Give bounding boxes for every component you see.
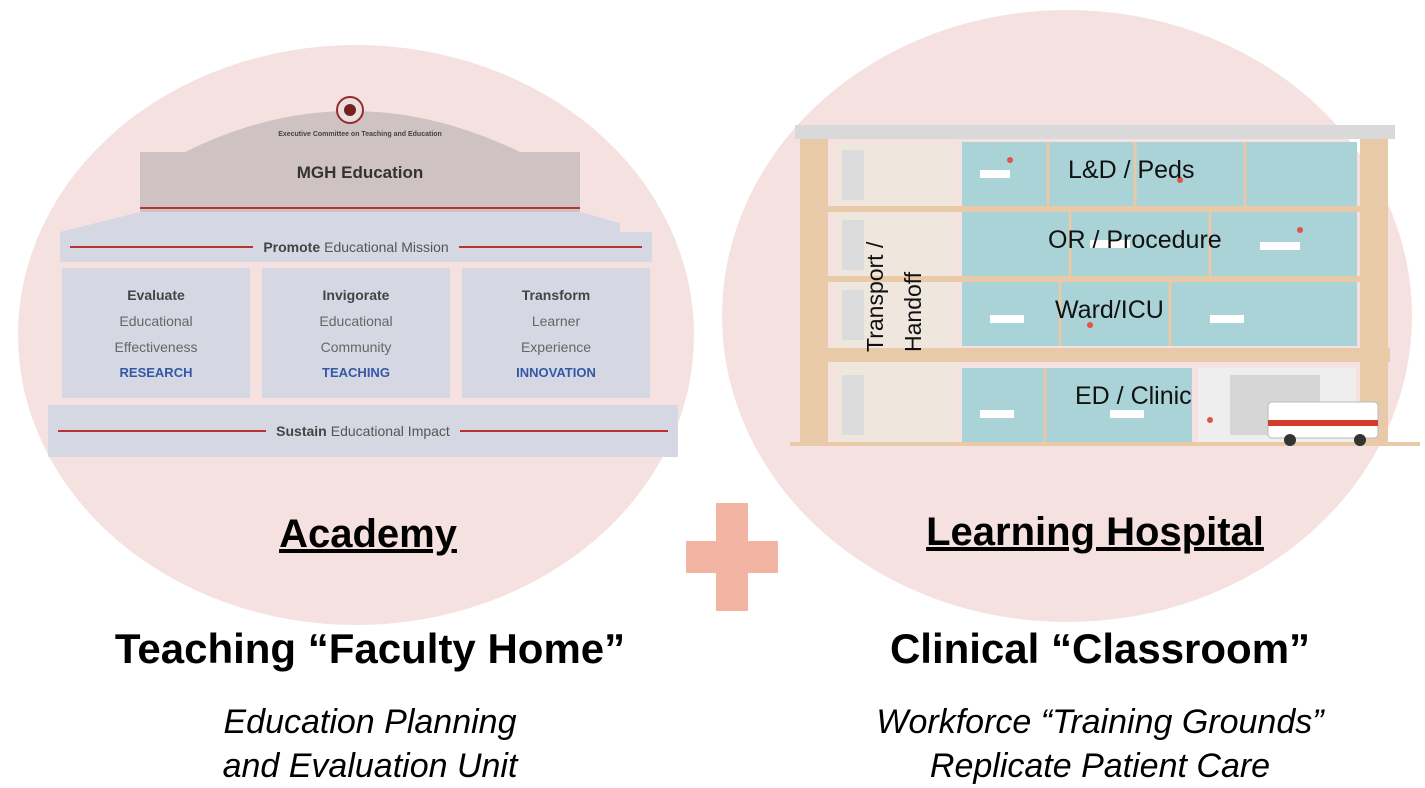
promote-bold: Promote [263, 239, 321, 255]
floor-label-ld-peds: L&D / Peds [1068, 156, 1195, 184]
pillar-evaluate: Evaluate Educational Effectiveness RESEA… [62, 268, 250, 398]
academy-description-line: Education Planning [223, 703, 517, 741]
pillar-heading: Evaluate [127, 287, 185, 303]
academy-description-line: and Evaluation Unit [222, 747, 518, 785]
pillar-tag: INNOVATION [516, 365, 596, 380]
pillar-line: Educational [119, 313, 193, 329]
promote-band: Promote Educational Mission [60, 232, 652, 262]
hospital-description-line: Workforce “Training Grounds” [876, 703, 1324, 741]
handoff-label: Handoff [900, 271, 926, 352]
mgh-education-title: MGH Education [296, 163, 424, 182]
academy-heading: Academy [279, 512, 457, 556]
committee-caption: Executive Committee on Teaching and Educ… [278, 131, 442, 138]
pillar-tag: TEACHING [322, 365, 390, 380]
pillar-line: Community [320, 339, 392, 355]
hospital-description: Workforce “Training Grounds” Replicate P… [800, 700, 1400, 788]
pillar-line: Experience [520, 339, 592, 355]
plus-icon [686, 503, 778, 611]
pillar-invigorate: Invigorate Educational Community TEACHIN… [262, 268, 450, 398]
floor-label-or-procedure: OR / Procedure [1048, 226, 1222, 254]
academy-building-roof [60, 96, 620, 232]
pillar-line: Learner [531, 313, 581, 329]
transport-label: Transport / [862, 241, 888, 352]
pillar-transform: Transform Learner Experience INNOVATION [462, 268, 650, 398]
pillar-line: Educational [319, 313, 393, 329]
pillar-heading: Invigorate [322, 287, 390, 303]
academy-description: Education Planning and Evaluation Unit [120, 700, 620, 788]
floor-label-ed-clinic: ED / Clinic [1075, 382, 1192, 410]
promote-text: Educational Mission [324, 239, 449, 255]
sustain-bold: Sustain [276, 423, 327, 439]
learning-hospital-heading: Learning Hospital [926, 510, 1264, 554]
pillar-tag: RESEARCH [119, 365, 193, 380]
sustain-text: Educational Impact [330, 423, 450, 439]
pillar-line: Effectiveness [114, 339, 198, 355]
sustain-band: Sustain Educational Impact [48, 405, 678, 457]
floor-label-ward-icu: Ward/ICU [1055, 296, 1164, 324]
hospital-building-illustration [790, 125, 1420, 446]
clinical-classroom-subtitle: Clinical “Classroom” [889, 625, 1311, 672]
hospital-description-line: Replicate Patient Care [929, 747, 1271, 785]
pillar-heading: Transform [521, 287, 591, 303]
teaching-faculty-home-subtitle: Teaching “Faculty Home” [114, 625, 626, 672]
